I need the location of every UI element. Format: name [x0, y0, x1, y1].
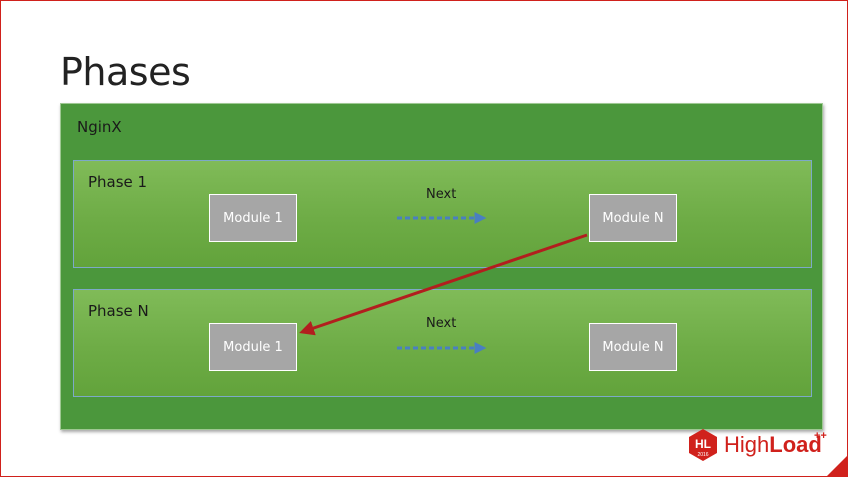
- logo-suffix: ++: [814, 430, 827, 442]
- phase-n-next-label: Next: [426, 316, 457, 331]
- slide-title: Phases: [60, 50, 191, 94]
- phase-n-label: Phase N: [88, 302, 149, 320]
- phase-1-label: Phase 1: [88, 173, 148, 191]
- phase-n-module-first: Module 1: [209, 323, 297, 371]
- phase-1-module-first: Module 1: [209, 194, 297, 242]
- nginx-container: NginX Phase 1 Module 1 Next Module N Pha…: [60, 103, 823, 430]
- hl-badge-icon: HL 2016: [689, 429, 717, 461]
- logo-name-light: High: [724, 432, 770, 457]
- phase-n-module-last: Module N: [589, 323, 677, 371]
- nginx-label: NginX: [77, 118, 122, 136]
- highload-logo: HL 2016 HighLoad ++: [686, 428, 836, 462]
- phase-1-box: Phase 1 Module 1 Next Module N: [73, 160, 812, 268]
- logo-name-bold: Load: [769, 432, 822, 457]
- phase-1-next-label: Next: [426, 187, 457, 202]
- corner-accent: [826, 455, 848, 477]
- phase-1-module-last: Module N: [589, 194, 677, 242]
- logo-wordmark: HighLoad: [724, 433, 822, 457]
- hl-badge-text: HL: [695, 437, 711, 451]
- hl-badge-year: 2016: [697, 452, 708, 458]
- phase-n-box: Phase N Module 1 Next Module N: [73, 289, 812, 397]
